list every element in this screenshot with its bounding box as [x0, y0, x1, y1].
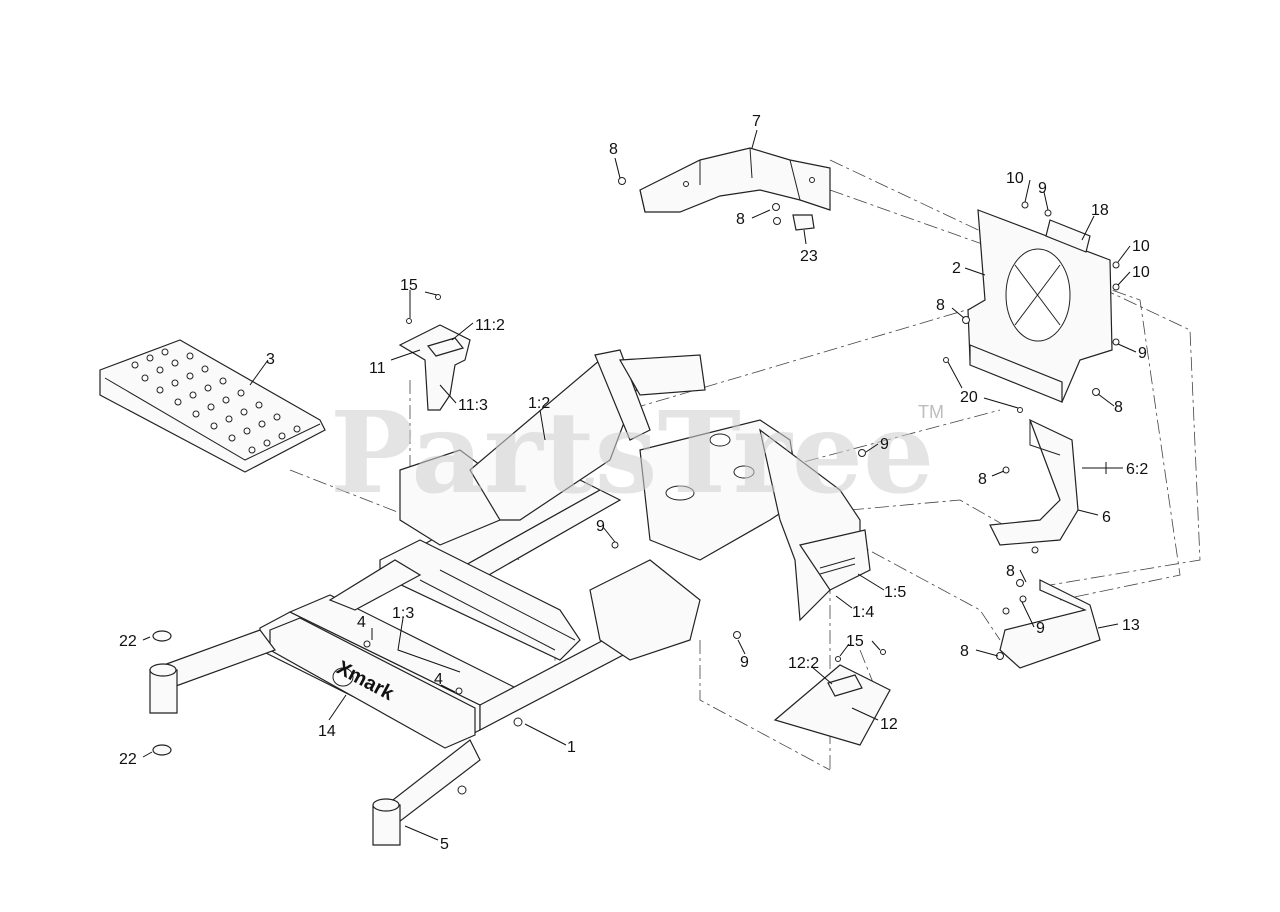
- part-12-plate: [773, 649, 891, 746]
- part-2-rear-plate: [943, 201, 1120, 413]
- callout-10: 10: [1006, 170, 1024, 187]
- callout-11: 11: [369, 360, 386, 377]
- callout-1-5: 1:5: [884, 584, 906, 601]
- callout-15: 15: [846, 633, 864, 650]
- callout-5: 5: [440, 836, 449, 853]
- callout-9: 9: [740, 654, 749, 671]
- part-11-bracket: [398, 294, 471, 411]
- callout-15: 15: [400, 277, 418, 294]
- callout-6-2: 6:2: [1126, 461, 1148, 478]
- callout-1-4: 1:4: [852, 604, 874, 621]
- callout-1: 1: [567, 739, 576, 756]
- floor-plate-holes: [131, 348, 301, 454]
- callout-10: 10: [1132, 238, 1150, 255]
- part-7-bracket: [618, 147, 831, 231]
- callout-22: 22: [119, 633, 137, 650]
- callout-8: 8: [960, 643, 969, 660]
- callout-1-2: 1:2: [528, 395, 550, 412]
- watermark-trademark: TM: [918, 402, 944, 422]
- callout-9: 9: [1038, 180, 1047, 197]
- part-13-bracket: [996, 579, 1101, 669]
- callout-2: 2: [952, 260, 961, 277]
- callout-8: 8: [1006, 563, 1015, 580]
- callout-11-2: 11:2: [475, 317, 505, 334]
- callout-11-3: 11:3: [458, 397, 488, 414]
- callout-4: 4: [434, 671, 443, 688]
- callout-13: 13: [1122, 617, 1140, 634]
- callout-labels: 7 8 8 23 10 9 18 10 10 2 8 9 20 8 15 11:…: [119, 113, 1150, 853]
- watermark: PartsTree: [330, 388, 934, 519]
- callout-14: 14: [318, 723, 336, 740]
- callout-3: 3: [266, 351, 275, 368]
- callout-22: 22: [119, 751, 137, 768]
- part-6-side-bracket: [989, 418, 1079, 615]
- callout-10: 10: [1132, 264, 1150, 281]
- callout-1-3: 1:3: [392, 605, 414, 622]
- callout-12: 12: [880, 716, 898, 733]
- part-5-front-legs: [149, 629, 481, 846]
- part-3-floor-plate: [99, 339, 326, 473]
- callout-7: 7: [752, 113, 761, 130]
- callout-9: 9: [1138, 345, 1147, 362]
- callout-9: 9: [880, 436, 889, 453]
- leader-lines: [142, 129, 1137, 841]
- callout-6: 6: [1102, 509, 1111, 526]
- callout-8: 8: [609, 141, 618, 158]
- callout-12-2: 12:2: [788, 655, 819, 672]
- callout-8: 8: [1114, 399, 1123, 416]
- callout-9: 9: [596, 518, 605, 535]
- callout-9: 9: [1036, 620, 1045, 637]
- callout-20: 20: [960, 389, 978, 406]
- callout-8: 8: [936, 297, 945, 314]
- callout-23: 23: [800, 248, 818, 265]
- callout-8: 8: [978, 471, 987, 488]
- callout-8: 8: [736, 211, 745, 228]
- callout-4: 4: [357, 614, 366, 631]
- callout-18: 18: [1091, 202, 1109, 219]
